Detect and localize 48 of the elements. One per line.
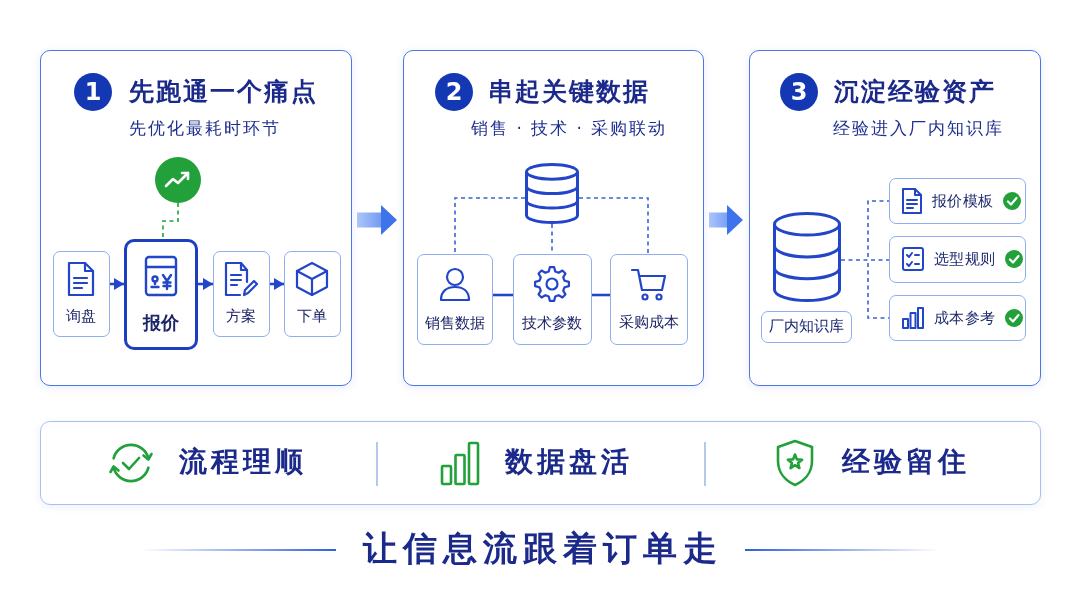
dashed-line [578, 197, 649, 255]
panel-subtitle: 经验进入厂内知识库 [833, 118, 1004, 138]
process-box [212, 250, 270, 337]
database-icon [524, 162, 579, 224]
step-panel [749, 50, 1041, 386]
process-box [609, 253, 688, 345]
process-box [512, 253, 592, 345]
benefit-text: 数据盘活 [505, 444, 633, 480]
slogan-title: 让信息流跟着订单走 [361, 527, 723, 570]
dashed-line [454, 197, 526, 255]
arrow [270, 278, 284, 290]
process-box [52, 250, 110, 337]
step-number: 2 [435, 73, 473, 111]
benefit-text: 经验留住 [842, 444, 970, 480]
dashed-line [162, 202, 179, 240]
summary-band [40, 421, 1041, 505]
item-box [888, 235, 1026, 283]
step-number: 3 [780, 73, 818, 111]
box-label: 选型规则 [933, 249, 996, 269]
box-label: 技术参数 [522, 313, 582, 333]
box-label: 报价模板 [931, 190, 994, 211]
trend-up-icon [154, 156, 201, 203]
box-label: 询盘 [66, 306, 96, 326]
process-box [283, 250, 341, 337]
box-label: 报价 [142, 313, 179, 333]
connector-line [493, 293, 513, 297]
panel-subtitle: 先优化最耗时环节 [129, 118, 281, 138]
database-icon [772, 211, 841, 302]
panel-title: 先跑通一个痛点 [129, 77, 318, 107]
process-box [123, 238, 198, 350]
panel-title: 沉淀经验资产 [834, 77, 996, 107]
box-label: 方案 [226, 306, 256, 326]
item-box [888, 177, 1026, 224]
step-panel [403, 50, 704, 386]
box-label: 采购成本 [618, 312, 679, 332]
item-box [888, 294, 1026, 341]
box-label: 销售数据 [424, 312, 485, 333]
box-label: 下单 [297, 306, 327, 326]
panel-subtitle: 销售 · 技术 · 采购联动 [471, 118, 668, 138]
benefit-text: 流程理顺 [179, 444, 307, 480]
label-box: 厂内知识库 [760, 310, 852, 343]
box-label: 成本参考 [933, 307, 996, 328]
step-number: 1 [74, 73, 112, 111]
panel-title: 串起关键数据 [488, 77, 650, 107]
arrow [110, 278, 124, 290]
process-box [416, 253, 493, 345]
step-panel [40, 50, 352, 386]
arrow [198, 278, 213, 290]
